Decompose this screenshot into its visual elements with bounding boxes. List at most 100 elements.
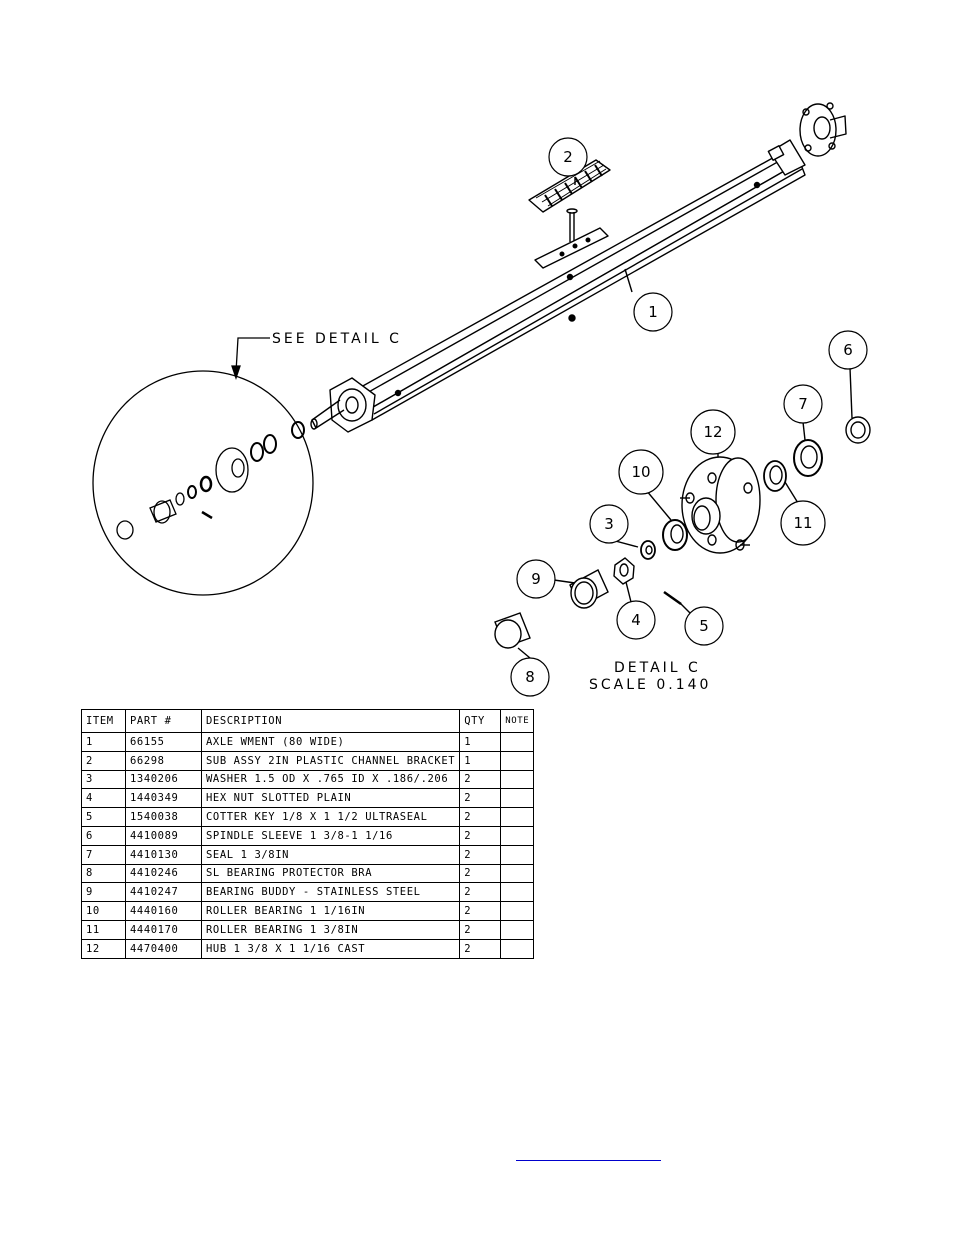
bom-cell: 2 [459, 807, 502, 827]
bom-cell: SL BEARING PROTECTOR BRA [200, 863, 461, 884]
bom-header-qty: QTY [459, 709, 502, 733]
balloon-9 [516, 559, 556, 599]
bom-cell: ROLLER BEARING 1 3/8IN [200, 919, 461, 940]
bom-cell [500, 919, 535, 940]
bom-cell: 4410089 [125, 825, 202, 846]
bom-cell: SEAL 1 3/8IN [200, 844, 461, 865]
detail-c-exploded-parts [494, 416, 871, 649]
bom-cell: 2 [459, 769, 502, 790]
bom-cell: WASHER 1.5 OD X .765 ID X .186/.206 [200, 769, 461, 790]
bom-cell: 66298 [125, 750, 202, 771]
part-seal-7 [793, 439, 823, 477]
bom-cell: 2 [459, 882, 502, 903]
part-seal-11 [763, 460, 787, 492]
bom-cell: SPINDLE SLEEVE 1 3/8-1 1/16 [200, 825, 461, 846]
balloon-10 [618, 449, 664, 495]
balloon-label-9: 9 [531, 570, 541, 588]
bom-cell: 4410247 [125, 882, 202, 903]
part-protector-8 [494, 612, 531, 649]
bom-cell [500, 844, 535, 865]
detail-scale: SCALE 0.140 [589, 677, 711, 693]
balloon-2 [548, 137, 588, 177]
part-hub-12 [680, 456, 761, 554]
balloon-12 [690, 409, 736, 455]
detail-c-view [92, 337, 314, 596]
bom-cell: 9 [81, 882, 126, 903]
bom-cell: 4470400 [125, 938, 202, 959]
balloon-label-2: 2 [563, 148, 573, 166]
balloon-label-11: 11 [793, 514, 812, 532]
bom-cell: 4440170 [125, 919, 202, 940]
bom-cell: 2 [81, 750, 126, 771]
bom-cell: 3 [81, 769, 126, 790]
bom-cell: 1 [459, 732, 502, 752]
balloon-7 [783, 384, 823, 424]
bom-cell: 4 [81, 788, 126, 809]
bom-cell: BEARING BUDDY - STAINLESS STEEL [200, 882, 461, 903]
bom-cell: 11 [81, 919, 126, 940]
bom-cell: HEX NUT SLOTTED PLAIN [200, 788, 461, 809]
balloon-label-6: 6 [843, 341, 853, 359]
bom-cell [500, 807, 535, 827]
exploded-assembly-drawing: 2 1 6 7 12 10 11 3 9 4 5 8 SEE DETAIL C … [92, 102, 871, 697]
bom-cell: 2 [459, 863, 502, 884]
bom-cell: ROLLER BEARING 1 1/16IN [200, 901, 461, 921]
balloon-label-1: 1 [648, 303, 658, 321]
bom-cell: HUB 1 3/8 X 1 1/16 CAST [200, 938, 461, 959]
bom-cell: 5 [81, 807, 126, 827]
balloon-label-4: 4 [631, 611, 641, 629]
balloon-label-8: 8 [525, 668, 535, 686]
axle-beam [351, 149, 806, 421]
part-bearing-buddy-9 [569, 569, 609, 609]
bom-cell [500, 769, 535, 790]
bom-cell: AXLE WMENT (80 WIDE) [200, 732, 461, 752]
bom-cell: 1440349 [125, 788, 202, 809]
part-washer-3 [640, 540, 656, 560]
balloon-8 [510, 657, 550, 697]
balloon-5 [684, 606, 724, 646]
part-sleeve-6 [845, 416, 871, 444]
bom-cell: 1 [459, 750, 502, 771]
bom-cell: 1540038 [125, 807, 202, 827]
bom-cell: 4440160 [125, 901, 202, 921]
bom-cell: 2 [459, 825, 502, 846]
bom-cell: 1 [81, 732, 126, 752]
bom-cell [500, 825, 535, 846]
bom-cell [500, 901, 535, 921]
balloon-label-5: 5 [699, 617, 709, 635]
footer-link[interactable] [516, 1146, 661, 1161]
balloon-label-10: 10 [631, 463, 650, 481]
bom-header-note: NOTE [500, 709, 535, 733]
balloon-4 [616, 600, 656, 640]
part-bearing-10 [662, 519, 688, 551]
balloon-label-12: 12 [703, 423, 722, 441]
bom-cell: 2 [459, 901, 502, 921]
bom-cell: 2 [459, 938, 502, 959]
bom-cell: 1340206 [125, 769, 202, 790]
bom-cell [500, 788, 535, 809]
plastic-channel-bracket [528, 159, 611, 269]
part-nut-4 [613, 557, 635, 585]
bom-cell [500, 882, 535, 903]
bom-cell: 4410246 [125, 863, 202, 884]
bom-header-description: DESCRIPTION [200, 709, 461, 733]
detail-title: DETAIL C [614, 660, 701, 676]
bom-cell: 2 [459, 844, 502, 865]
balloon-label-3: 3 [604, 515, 614, 533]
bom-cell: COTTER KEY 1/8 X 1 1/2 ULTRASEAL [200, 807, 461, 827]
bom-header-item: ITEM [81, 709, 126, 733]
bom-cell: 10 [81, 901, 126, 921]
balloon-3 [589, 504, 629, 544]
bom-header-row: ITEM PART # DESCRIPTION QTY NOTE [81, 709, 535, 733]
bom-cell: 12 [81, 938, 126, 959]
